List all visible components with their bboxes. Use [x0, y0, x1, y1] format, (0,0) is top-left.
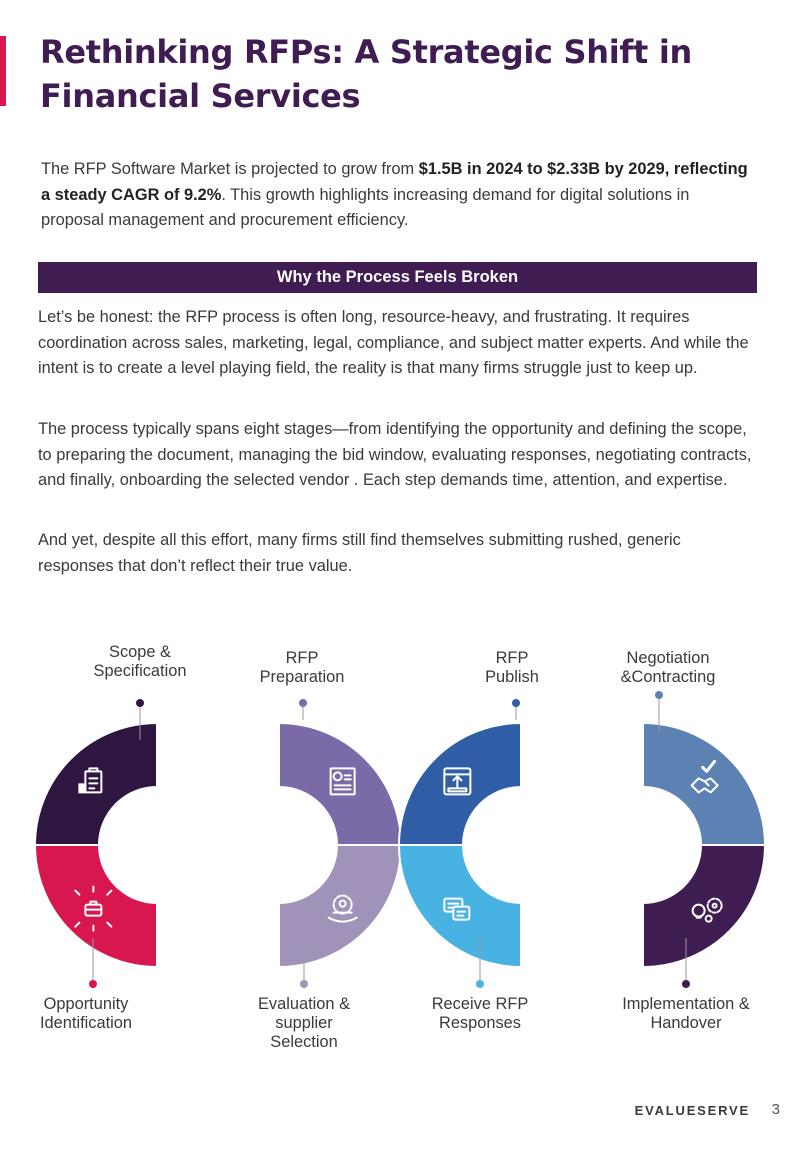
- footer-brand-logo: EVALUESERVE: [634, 1103, 750, 1118]
- page-number: 3: [771, 1101, 780, 1118]
- chevron-up-icon: [480, 843, 498, 859]
- intro-paragraph: The RFP Software Market is projected to …: [41, 157, 756, 234]
- chevron-down-icon: [297, 823, 315, 839]
- connector-dot-8: [682, 980, 690, 988]
- stage-label-8: Implementation & Handover: [622, 995, 750, 1032]
- chevron-down-icon: [660, 823, 678, 839]
- clipboard-icon: [78, 767, 103, 794]
- connector-dot-4: [300, 980, 308, 988]
- stage-segment-8: [642, 844, 767, 969]
- team-gear-icon: [327, 894, 358, 923]
- chevron-right-icon: [201, 741, 218, 759]
- stage-label-4: Evaluation & supplier Selection: [257, 995, 351, 1051]
- stage-segment-3: [278, 721, 403, 846]
- body-paragraph-3: And yet, despite all this effort, many f…: [38, 531, 681, 575]
- chevron-right-icon: [561, 741, 578, 759]
- connector-dot-3: [299, 699, 307, 707]
- body-paragraph-2: The process typically spans eight stages…: [38, 420, 752, 489]
- stage-label-5: Receive RFP Responses: [431, 995, 529, 1032]
- intro-text-end: . This growth highlights increasing dema…: [41, 185, 690, 230]
- stage-label-6: RFP Publish: [485, 649, 539, 686]
- handshake-check-icon: [690, 759, 719, 794]
- chevron-right-icon: [379, 927, 396, 945]
- briefcase-arrows-icon: [74, 885, 113, 932]
- stage-segment-6: [397, 721, 522, 846]
- section-banner: Why the Process Feels Broken: [38, 262, 757, 293]
- chevron-up-icon: [116, 843, 134, 859]
- stage-label-3: RFP Preparation: [259, 649, 345, 686]
- connector-dot-7: [655, 691, 663, 699]
- chat-bubbles-icon: [443, 897, 471, 921]
- upload-window-icon: [443, 767, 472, 796]
- stage-label-1: Opportunity Identification: [39, 995, 133, 1032]
- connector-dot-2: [136, 699, 144, 707]
- bulb-gears-icon: [691, 897, 723, 923]
- connector-dot-5: [476, 980, 484, 988]
- body-paragraph-1: Let’s be honest: the RFP process is ofte…: [38, 308, 749, 377]
- stage-label-2: Scope & Specification: [93, 643, 187, 680]
- stage-segment-7: [642, 721, 767, 846]
- intro-text: The RFP Software Market is projected to …: [41, 160, 419, 178]
- rfp-process-diagram: [33, 691, 767, 988]
- connector-dot-6: [512, 699, 520, 707]
- accent-bar: [0, 36, 6, 106]
- stage-label-7: Negotiation &Contracting: [620, 649, 716, 686]
- intro-highlight: $1.5B in 2024 to $2.33B by 2029, reflect…: [41, 160, 748, 204]
- connector-dot-1: [89, 980, 97, 988]
- page-title: Rethinking RFPs: A Strategic Shift in Fi…: [40, 33, 693, 115]
- stage-segment-1: [33, 844, 158, 969]
- report-document-icon: [329, 767, 356, 796]
